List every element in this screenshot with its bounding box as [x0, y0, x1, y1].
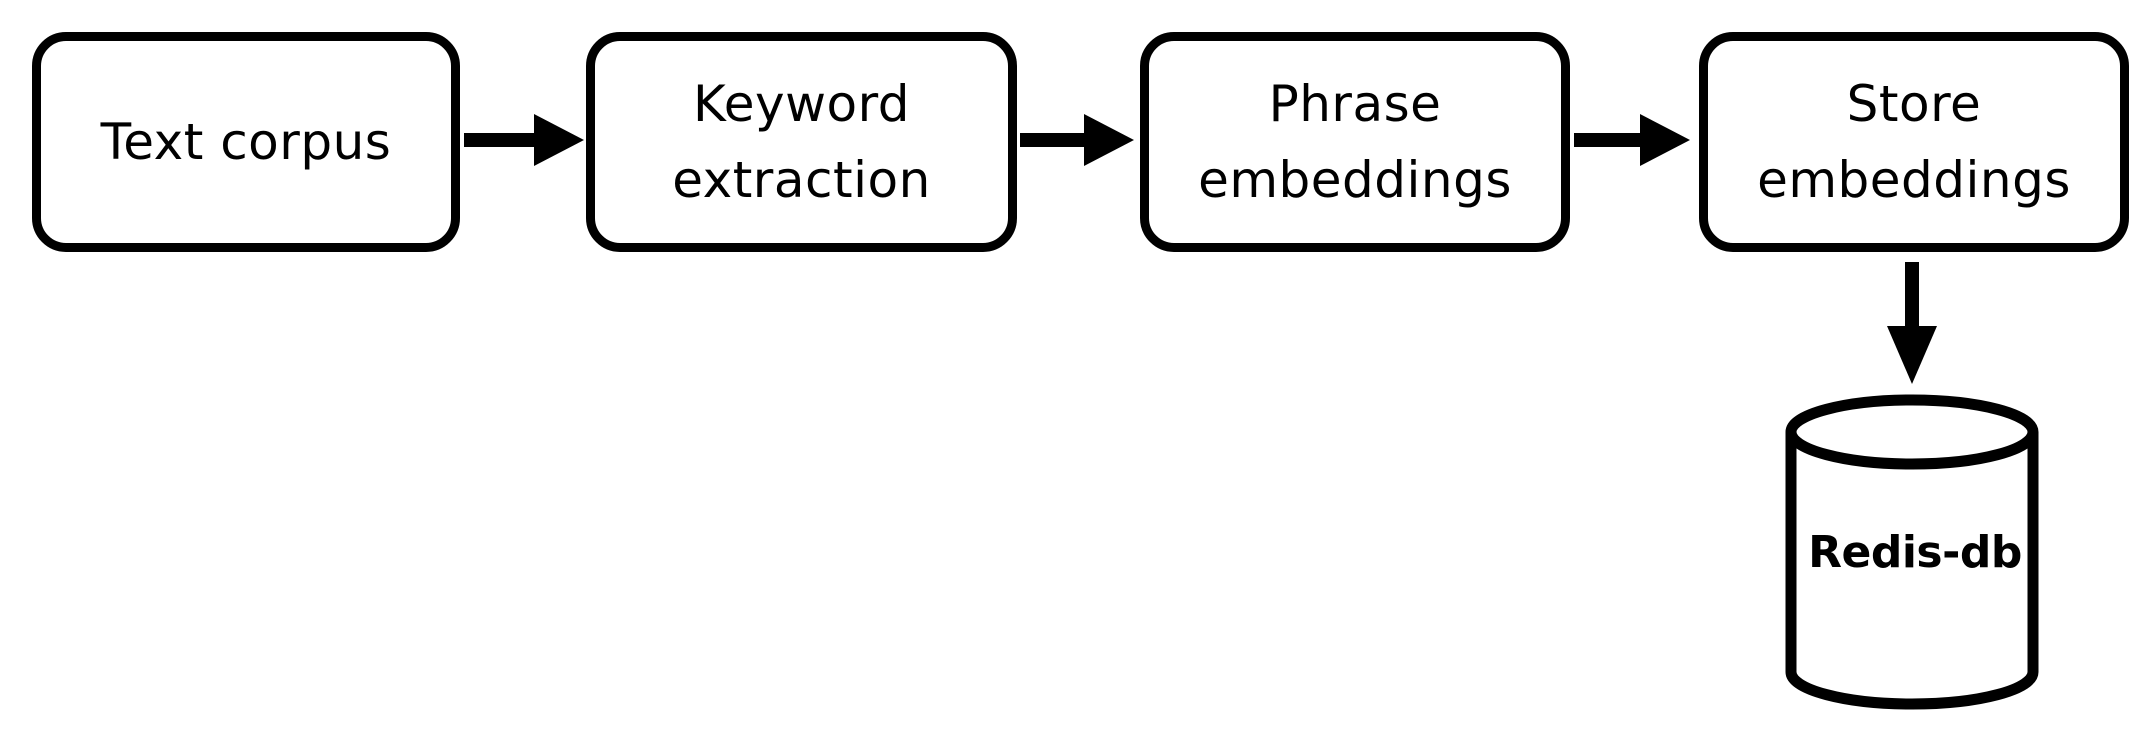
database-cylinder-icon	[1785, 394, 2039, 710]
arrow-phrase-embeddings-to-store-embeddings	[1574, 114, 1690, 166]
node-text-corpus: Text corpus	[32, 32, 460, 252]
node-phrase-embeddings: Phrase embeddings	[1140, 32, 1570, 252]
node-phrase-embeddings-label: Phrase embeddings	[1198, 75, 1512, 209]
node-store-embeddings: Store embeddings	[1699, 32, 2129, 252]
arrow-keyword-extraction-to-phrase-embeddings	[1020, 114, 1134, 166]
node-redis-db-label: Redis-db	[1808, 527, 2022, 578]
node-store-embeddings-label: Store embeddings	[1757, 75, 2071, 209]
node-keyword-extraction: Keyword extraction	[586, 32, 1017, 252]
node-keyword-extraction-label: Keyword extraction	[672, 75, 931, 209]
arrow-store-embeddings-to-redis-db	[1887, 262, 1937, 384]
arrow-text-corpus-to-keyword-extraction	[464, 114, 584, 166]
node-text-corpus-label: Text corpus	[100, 113, 392, 171]
